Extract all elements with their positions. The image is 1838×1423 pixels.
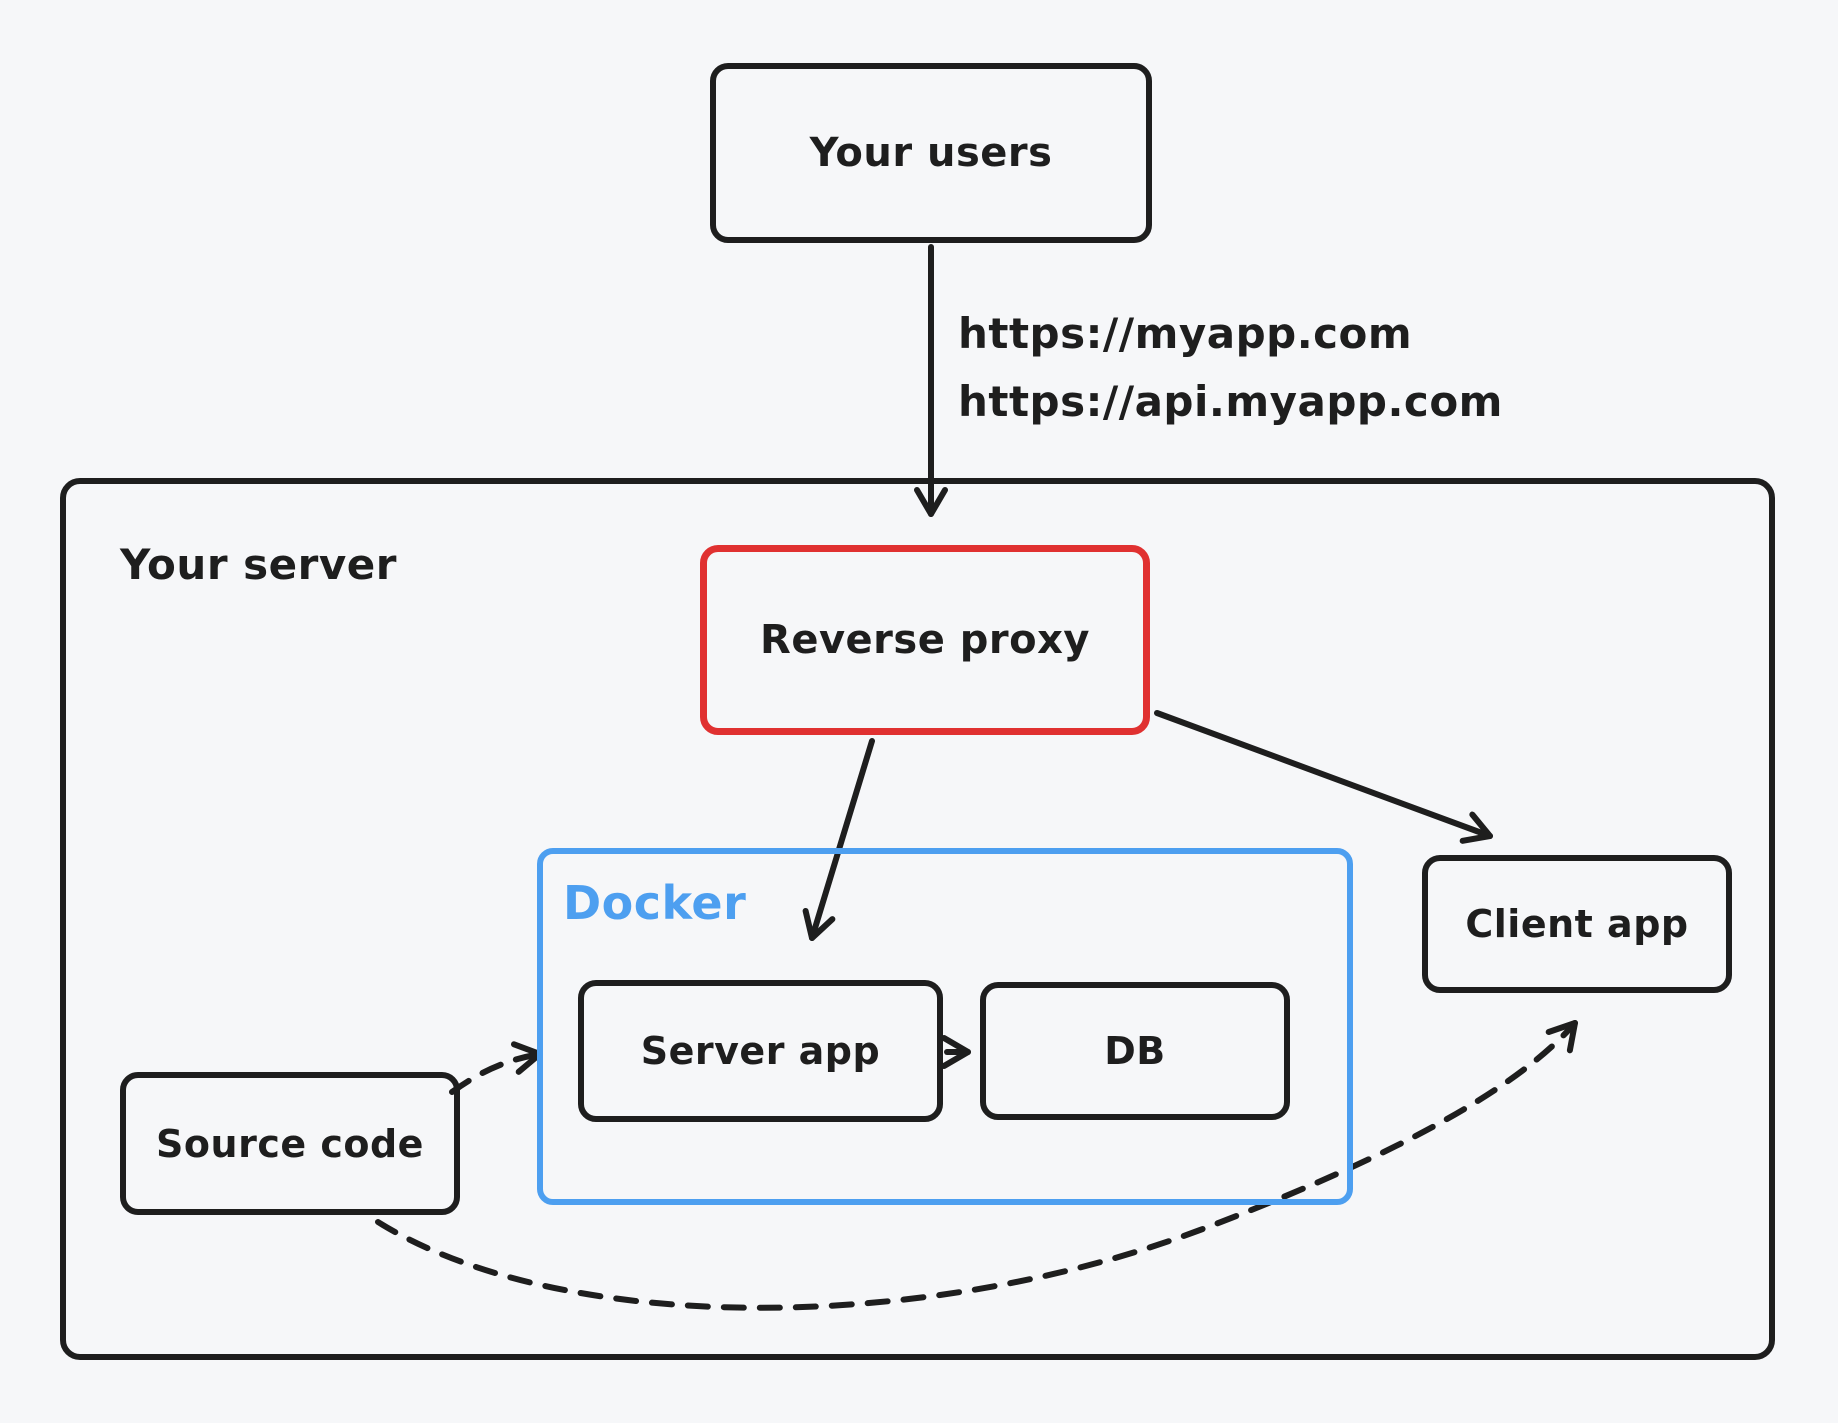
url-label-api-myapp: https://api.myapp.com [958, 377, 1503, 426]
group-your-server [60, 478, 1775, 1360]
group-docker [537, 848, 1353, 1205]
node-server-app-label: Server app [640, 1029, 881, 1073]
node-client-app-label: Client app [1465, 902, 1689, 946]
node-reverse-proxy-label: Reverse proxy [760, 617, 1090, 663]
node-reverse-proxy: Reverse proxy [700, 545, 1150, 735]
node-your-users-label: Your users [809, 130, 1053, 176]
node-source-code: Source code [120, 1072, 460, 1215]
node-db: DB [980, 982, 1290, 1120]
node-source-code-label: Source code [156, 1121, 424, 1166]
url-label-myapp: https://myapp.com [958, 309, 1413, 358]
group-docker-label: Docker [563, 876, 747, 930]
node-client-app: Client app [1422, 855, 1732, 993]
group-your-server-label: Your server [120, 540, 397, 589]
edge-url-labels: https://myapp.com https://api.myapp.com [958, 300, 1503, 436]
node-your-users: Your users [710, 63, 1152, 243]
node-server-app: Server app [578, 980, 943, 1122]
node-db-label: DB [1104, 1029, 1166, 1073]
